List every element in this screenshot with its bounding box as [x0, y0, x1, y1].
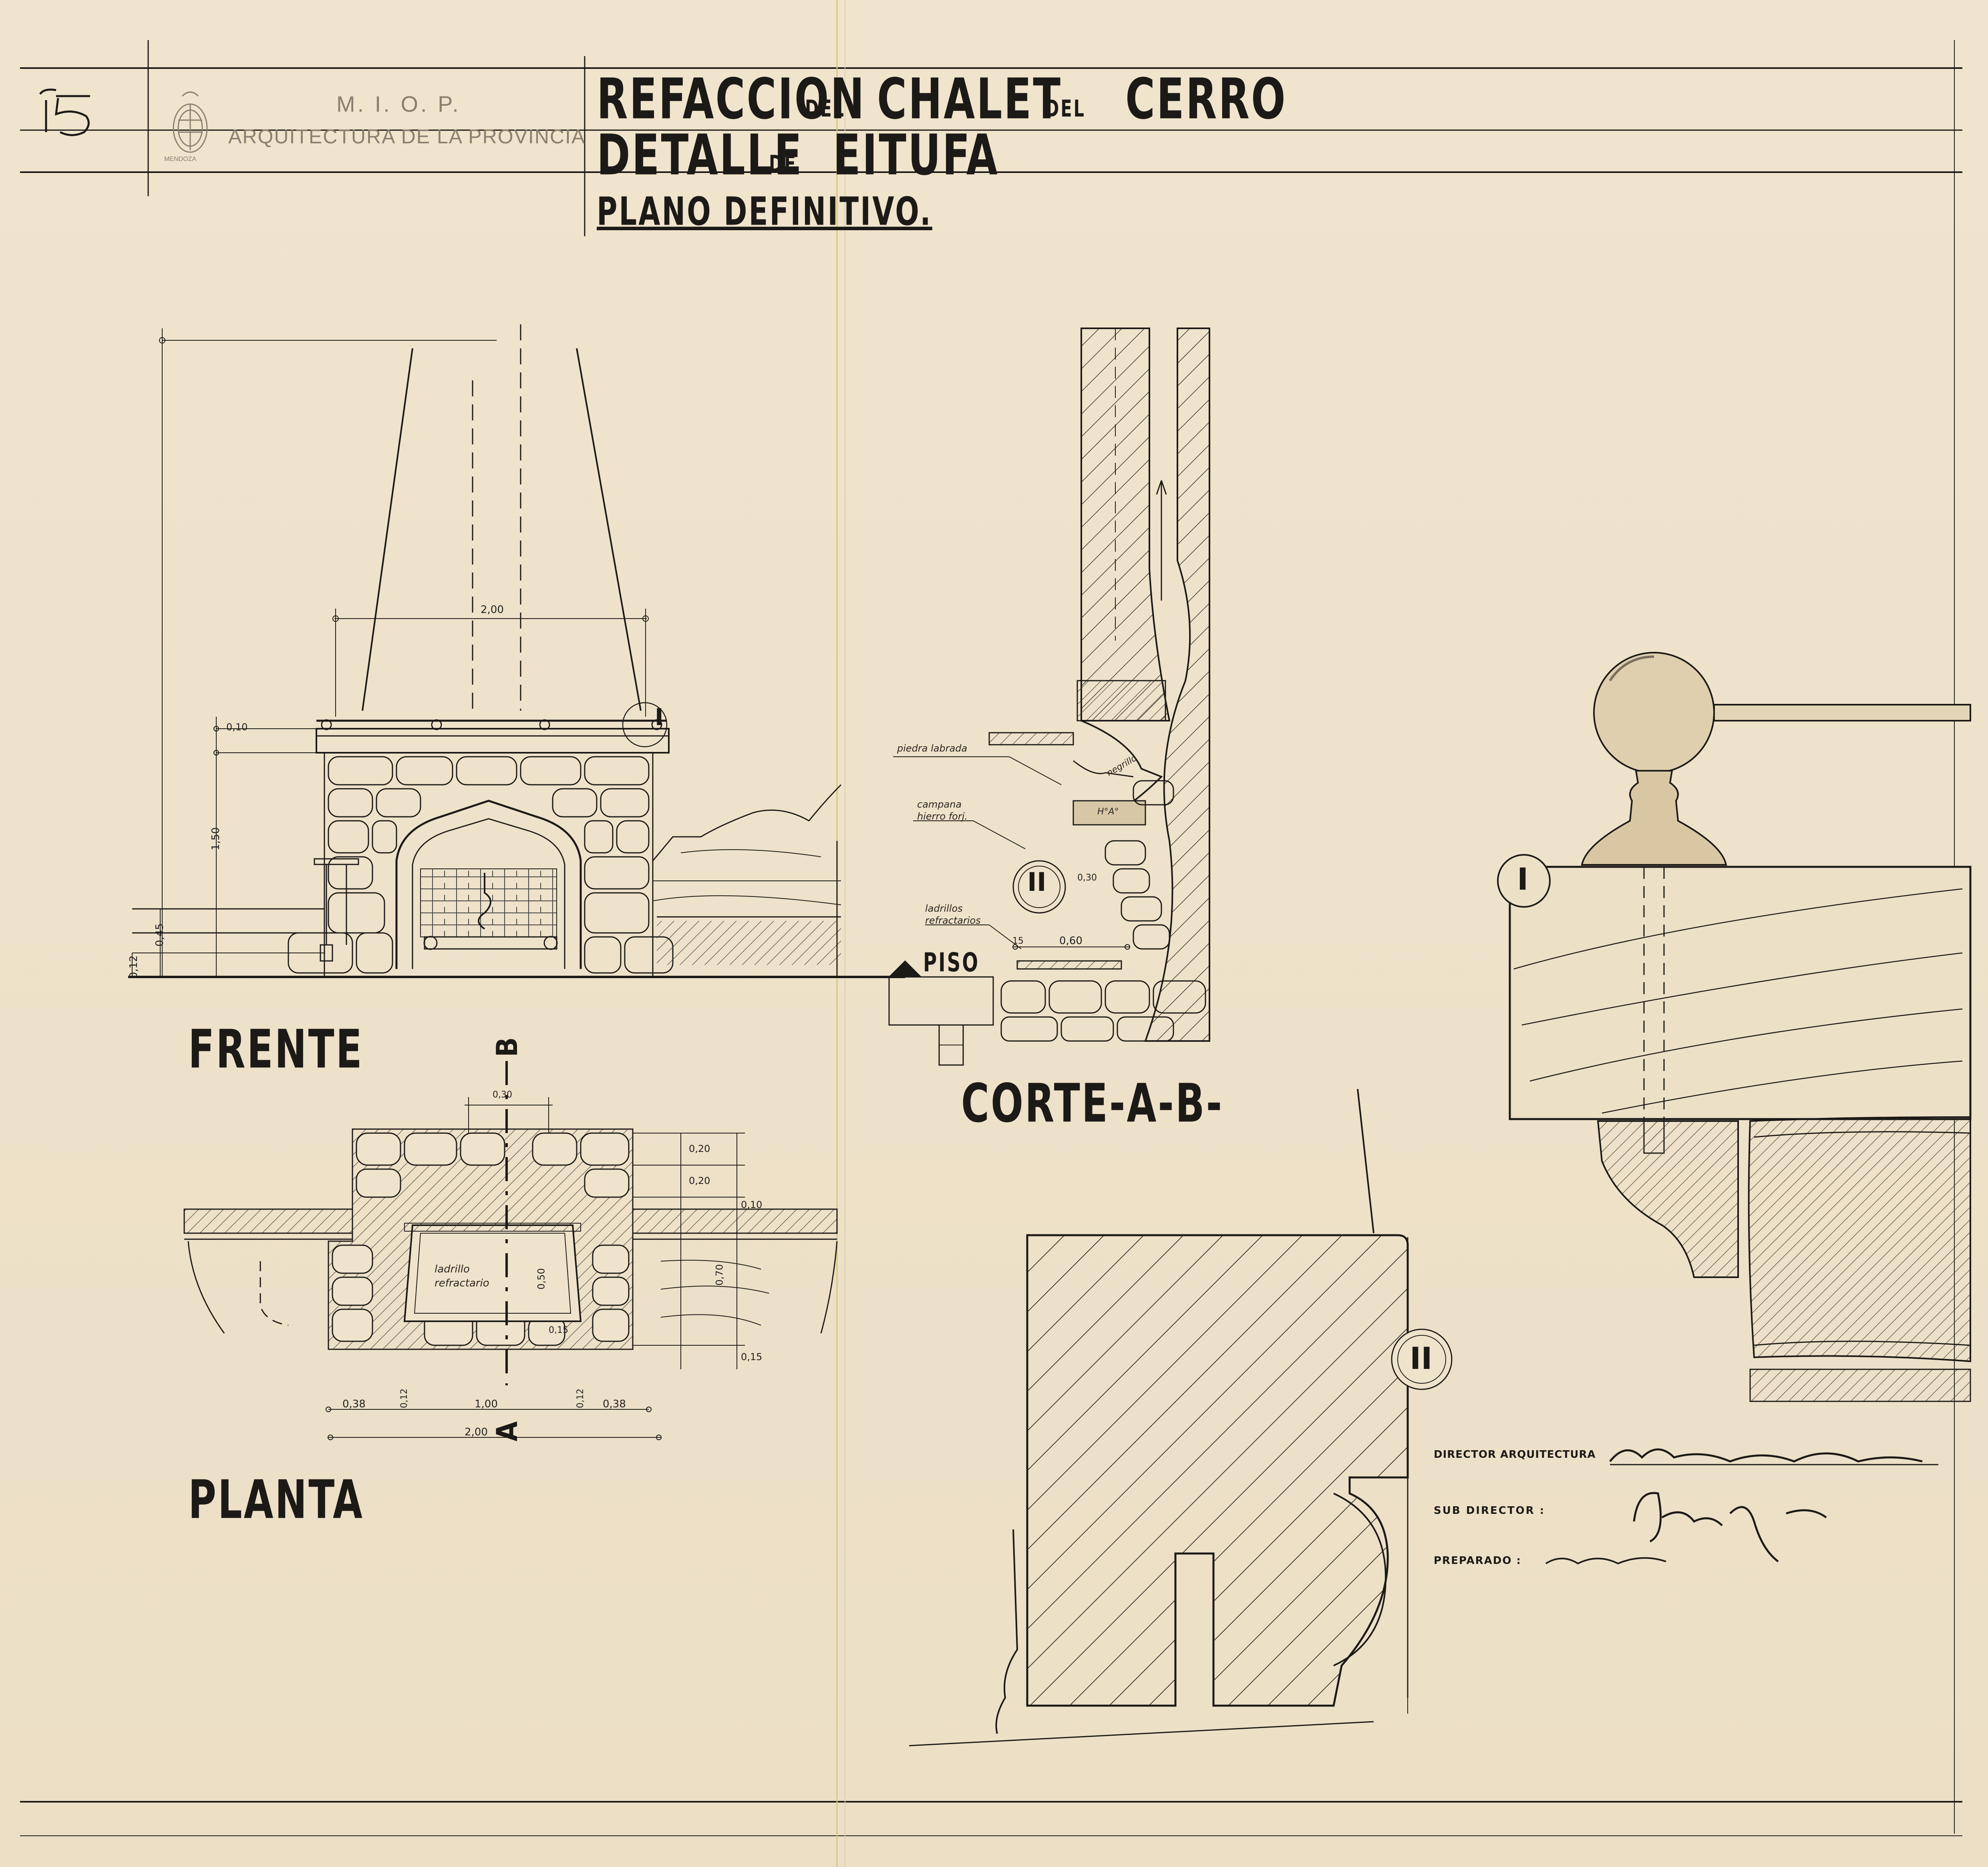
dim-planta-020a: 0,20: [689, 1143, 710, 1154]
title-de: DE: [769, 150, 797, 177]
dim-planta-010: 0,10: [741, 1199, 763, 1210]
label-campana: campana: [917, 799, 962, 810]
section-marker-B: B: [490, 1035, 524, 1057]
dim-frente-width: 2,00: [481, 604, 504, 616]
view-label-planta: PLANTA: [188, 1469, 364, 1531]
dim-frente-010: 0,10: [226, 721, 248, 733]
frente-elevation: [128, 324, 905, 978]
label-piso: PISO: [923, 948, 980, 978]
title-detalle: DETALLE: [597, 123, 803, 188]
dim-planta-015b: 0,15: [741, 1351, 763, 1363]
title-del-2: DEL: [1045, 95, 1086, 122]
dim-planta-100: 1,00: [475, 1398, 498, 1410]
label-refractario: refractario: [435, 1277, 489, 1289]
dim-planta-020b: 0,20: [689, 1175, 710, 1186]
detail-II: [909, 1089, 1453, 1746]
detail-I: [1497, 652, 1972, 1402]
dim-planta-050: 0,50: [535, 1268, 547, 1290]
marker-detail-I-front: I: [655, 703, 664, 731]
dim-corte-015: 15: [1012, 936, 1024, 946]
dim-planta-200: 2,00: [465, 1426, 488, 1438]
dim-planta-030: 0,30: [493, 1090, 512, 1100]
dim-planta-012a: 0,12: [399, 1389, 409, 1408]
section-marker-A: A: [490, 1419, 524, 1441]
dim-planta-038a: 0,38: [342, 1398, 366, 1410]
dim-planta-012b: 0,12: [575, 1389, 586, 1408]
title-cerro: CERRO: [1125, 66, 1287, 132]
view-label-corte: CORTE-A-B-: [961, 1072, 1224, 1134]
dim-planta-015a: 0,15: [549, 1325, 568, 1335]
view-label-frente: FRENTE: [188, 1018, 364, 1080]
label-refractarios: refractarios: [925, 915, 981, 926]
stamp-agency: M. I. O. P.: [336, 91, 461, 117]
marker-detail-II: II: [1410, 1340, 1433, 1376]
title-chalet: CHALET: [877, 66, 1062, 132]
label-ladrillo: ladrillo: [435, 1263, 470, 1275]
label-hierro-forj: hierro forj.: [917, 811, 968, 822]
title-del-1: DEL: [805, 95, 846, 122]
subtitle-plano-definitivo: PLANO DEFINITIVO.: [597, 189, 932, 234]
label-sub-director: SUB DIRECTOR :: [1434, 1505, 1545, 1517]
title-refaccion: REFACCION: [597, 66, 866, 132]
dim-frente-012: 0,12: [127, 955, 140, 979]
dim-frente-045: 0,45: [153, 923, 166, 947]
label-hdo: H°A°: [1097, 807, 1119, 817]
dim-planta-038b: 0,38: [603, 1398, 626, 1410]
seal-icon: [173, 91, 208, 153]
stamp-department: ARQUITECTURA DE LA PROVINCIA: [228, 125, 586, 148]
title-estufa: EITUFA: [833, 123, 999, 188]
label-preparado: PREPARADO :: [1434, 1555, 1521, 1567]
sheet-number-strokes: [39, 88, 90, 136]
label-ladrillos: ladrillos: [925, 903, 963, 914]
dim-corte-060: 0,60: [1059, 935, 1083, 947]
marker-detail-I: I: [1517, 861, 1529, 897]
corte-section: [888, 328, 1210, 1066]
dim-frente-150: 1,50: [209, 827, 222, 850]
dim-corte-030: 0,30: [1077, 873, 1097, 883]
stamp-seal-caption: MENDOZA: [164, 156, 196, 163]
label-piedra-labrada: piedra labrada: [897, 743, 968, 754]
dim-planta-070: 0,70: [714, 1264, 725, 1286]
planta-plan: [183, 1061, 838, 1440]
label-director-arquitectura: DIRECTOR ARQUITECTURA: [1434, 1449, 1596, 1461]
marker-detail-II-section: II: [1027, 868, 1046, 897]
signature-block: [1545, 1448, 1938, 1565]
